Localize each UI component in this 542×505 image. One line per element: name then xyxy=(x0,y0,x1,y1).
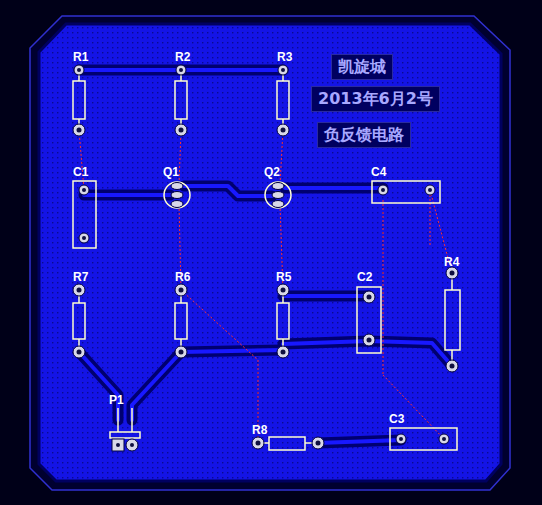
board-note: 2013年6月2号 xyxy=(311,86,440,112)
board-outline xyxy=(30,16,510,490)
part-designator: R4 xyxy=(444,255,459,269)
pad xyxy=(73,65,458,451)
board-note: 凯旋城 xyxy=(331,54,393,80)
part-designator: R5 xyxy=(276,270,291,284)
part-designator: P1 xyxy=(109,393,124,407)
part-designator: C3 xyxy=(389,412,404,426)
part-designator: Q2 xyxy=(264,165,280,179)
part-designator: Q1 xyxy=(163,165,179,179)
part-designator: R7 xyxy=(73,270,88,284)
trace-clearance xyxy=(79,70,452,443)
part-designator: C4 xyxy=(371,165,386,179)
pad-hole xyxy=(77,68,455,447)
part-designator: C1 xyxy=(73,165,88,179)
board-note: 负反馈电路 xyxy=(317,122,411,148)
part-designator: R2 xyxy=(175,50,190,64)
component-outline xyxy=(73,70,460,450)
part-designator: R3 xyxy=(277,50,292,64)
part-designator: C2 xyxy=(357,270,372,284)
ratsnest-line xyxy=(79,130,452,443)
part-designator: R8 xyxy=(252,423,267,437)
trace xyxy=(79,70,452,443)
part-designator: R1 xyxy=(73,50,88,64)
copper-pour xyxy=(39,24,501,481)
part-designator: R6 xyxy=(175,270,190,284)
